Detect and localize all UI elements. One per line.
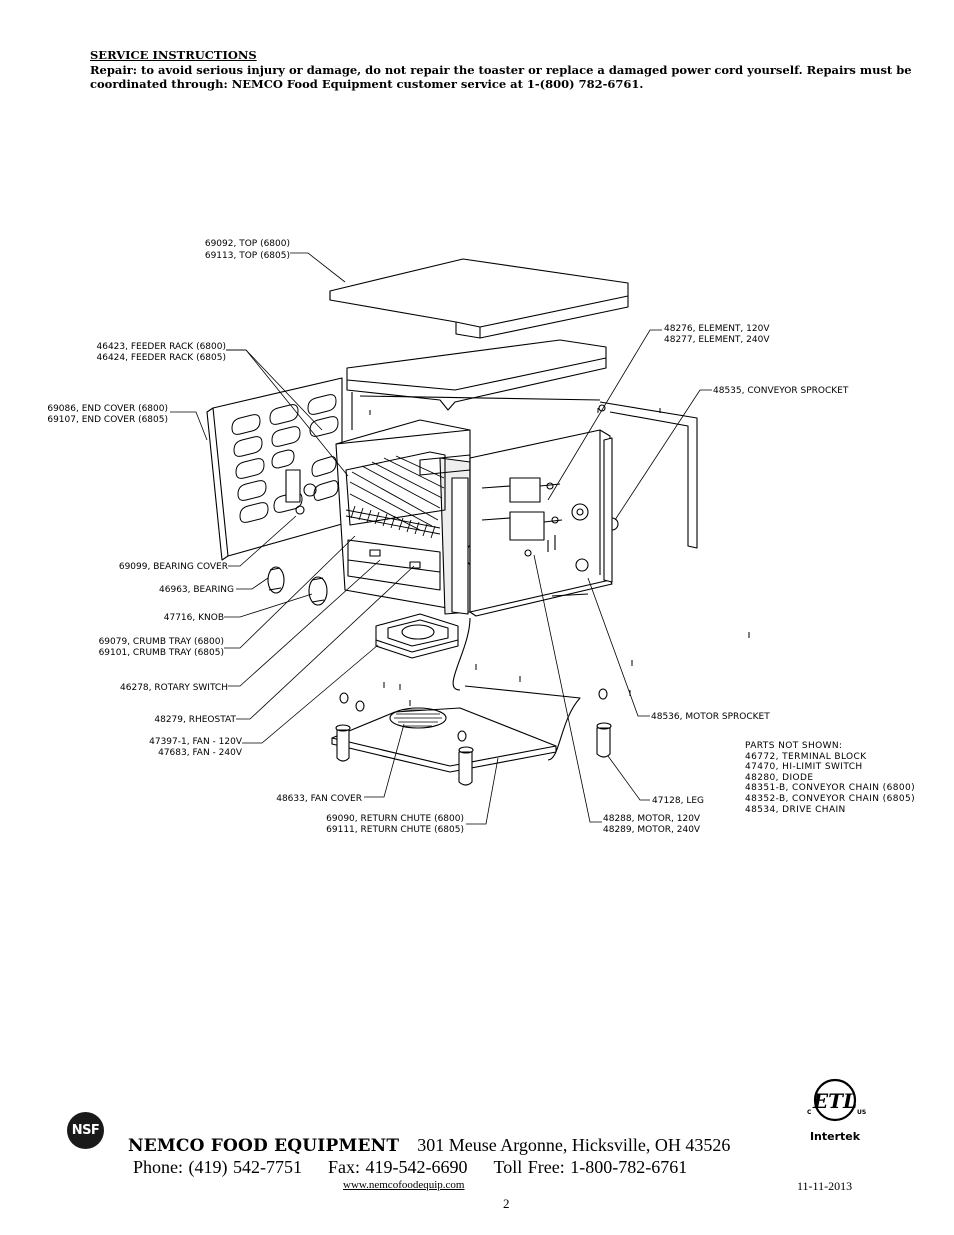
parts-not-shown-list: PARTS NOT SHOWN: 46772, TERMINAL BLOCK 4…	[745, 741, 915, 815]
end-cover-left	[206, 377, 343, 561]
label-chute-6800: 69090, RETURN CHUTE (6800)	[326, 814, 464, 824]
list-item: 46772, TERMINAL BLOCK	[745, 751, 867, 762]
upper-frame	[346, 339, 607, 430]
legs	[335, 688, 612, 786]
tollfree-number: Toll Free: 1-800-782-6761	[493, 1157, 688, 1177]
label-feeder-6800: 46423, FEEDER RACK (6800)	[97, 342, 227, 352]
top-panel	[329, 258, 629, 339]
parts-not-shown-title: PARTS NOT SHOWN:	[745, 741, 843, 751]
revision-date: 11-11-2013	[797, 1179, 853, 1193]
far-right-plate	[598, 401, 698, 549]
label-leg: 47128, LEG	[652, 796, 704, 806]
list-item: 48351-B, CONVEYOR CHAIN (6800)	[745, 783, 915, 794]
nsf-logo: NSF	[67, 1112, 104, 1149]
intertek-wordmark: Intertek	[810, 1130, 861, 1143]
fax-number: Fax: 419-542-6690	[327, 1157, 468, 1177]
label-fan-cover: 48633, FAN COVER	[276, 794, 362, 804]
label-endcover-6800: 69086, END COVER (6800)	[47, 404, 168, 414]
base-and-chute	[331, 593, 589, 773]
label-element-240: 48277, ELEMENT, 240V	[664, 335, 770, 345]
label-motor-sprocket: 48536, MOTOR SPROCKET	[651, 712, 770, 722]
label-motor-120: 48288, MOTOR, 120V	[603, 814, 701, 824]
label-motor-240: 48289, MOTOR, 240V	[603, 825, 701, 835]
label-crumb-6805: 69101, CRUMB TRAY (6805)	[99, 648, 224, 658]
service-text: Repair: to avoid serious injury or damag…	[90, 62, 912, 92]
knob-and-bearing	[267, 566, 328, 606]
company-name: NEMCO FOOD EQUIPMENT	[128, 1136, 400, 1156]
label-rheostat: 48279, RHEOSTAT	[154, 715, 236, 725]
phone-number: Phone: (419) 542-7751	[133, 1157, 302, 1177]
label-knob: 47716, KNOB	[164, 613, 224, 623]
etl-us: US	[857, 1109, 866, 1116]
exploded-parts-diagram: 69092, TOP (6800) 69113, TOP (6805) 4642…	[47, 239, 849, 835]
service-heading: SERVICE INSTRUCTIONS	[90, 48, 257, 62]
service-instructions: SERVICE INSTRUCTIONS Repair: to avoid se…	[90, 48, 930, 92]
label-top-6805: 69113, TOP (6805)	[205, 251, 290, 261]
list-item: 48534, DRIVE CHAIN	[745, 804, 846, 815]
list-item: 48280, DIODE	[745, 772, 814, 783]
label-element-120: 48276, ELEMENT, 120V	[664, 324, 770, 334]
label-fan-240: 47683, FAN - 240V	[158, 748, 243, 758]
label-feeder-6805: 46424, FEEDER RACK (6805)	[97, 353, 227, 363]
etl-intertek-logo: ETL C US Intertek	[807, 1078, 866, 1143]
label-rotary-switch: 46278, ROTARY SWITCH	[120, 683, 228, 693]
label-top-6800: 69092, TOP (6800)	[205, 239, 290, 249]
label-bearing-cover: 69099, BEARING COVER	[119, 562, 228, 572]
leader-lines	[170, 252, 712, 825]
page-number: 2	[503, 1196, 510, 1211]
label-bearing: 46963, BEARING	[159, 585, 234, 595]
website-link[interactable]: www.nemcofoodequip.com	[343, 1179, 465, 1191]
list-item: 47470, HI-LIMIT SWITCH	[745, 762, 863, 773]
footer-contact-line: Phone: (419) 542-7751 Fax: 419-542-6690 To…	[133, 1157, 713, 1178]
label-fan-120: 47397-1, FAN - 120V	[149, 737, 243, 747]
label-chute-6805: 69111, RETURN CHUTE (6805)	[326, 825, 464, 835]
label-conveyor-sprocket: 48535, CONVEYOR SPROCKET	[713, 386, 849, 396]
part-labels: 69092, TOP (6800) 69113, TOP (6805) 4642…	[47, 239, 849, 835]
fan	[375, 613, 459, 659]
footer-company-line: NEMCO FOOD EQUIPMENT 301 Meuse Argonne, H…	[128, 1135, 730, 1156]
etl-c: C	[807, 1109, 812, 1116]
label-endcover-6805: 69107, END COVER (6805)	[47, 415, 168, 425]
list-item: 48352-B, CONVEYOR CHAIN (6805)	[745, 793, 915, 804]
label-crumb-6800: 69079, CRUMB TRAY (6800)	[99, 637, 224, 647]
etl-mark: ETL	[812, 1089, 857, 1113]
company-address: 301 Meuse Argonne, Hicksville, OH 43526	[417, 1135, 731, 1155]
